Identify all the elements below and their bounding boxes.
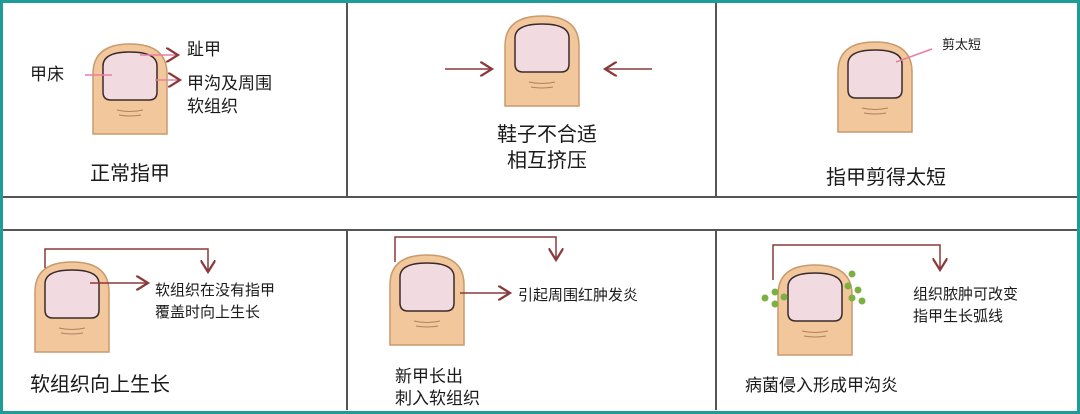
caption-ingrown-line2: 刺入软组织 xyxy=(395,389,480,409)
caption-ingrown-line1: 新甲长出 xyxy=(395,367,463,387)
column-divider xyxy=(346,230,348,410)
label-toenail: 趾甲 xyxy=(187,40,221,60)
caption-shoes-line2: 相互挤压 xyxy=(507,148,587,172)
caption-paronychia: 病菌侵入形成甲沟炎 xyxy=(745,376,898,396)
column-divider xyxy=(715,3,717,197)
note-soft-tissue-line2: 覆盖时向上生长 xyxy=(155,303,261,321)
label-nail-fold: 甲沟及周围 xyxy=(187,74,272,94)
bacteria-icon xyxy=(761,270,866,308)
column-divider xyxy=(346,3,348,197)
finger-ingrown xyxy=(389,254,465,346)
note-abscess-line1: 组织脓肿可改变 xyxy=(913,285,1019,303)
caption-soft-tissue: 软组织向上生长 xyxy=(30,372,170,396)
note-abscess-line2: 指甲生长弧线 xyxy=(913,307,1004,325)
finger-squeezed xyxy=(504,15,580,107)
caption-cut-too-short: 指甲剪得太短 xyxy=(826,165,946,189)
caption-normal-nail: 正常指甲 xyxy=(90,161,170,185)
row-divider-bottom xyxy=(3,229,1077,231)
row-divider-top xyxy=(3,196,1077,198)
finger-infected xyxy=(777,264,853,356)
label-nail-bed: 甲床 xyxy=(30,65,64,85)
column-divider xyxy=(715,230,717,410)
label-soft-tissue: 软组织 xyxy=(187,97,238,117)
finger-short-cut xyxy=(837,41,913,133)
note-soft-tissue-line1: 软组织在没有指甲 xyxy=(155,281,276,299)
note-inflammation: 引起周围红肿发炎 xyxy=(518,286,639,304)
caption-shoes-line1: 鞋子不合适 xyxy=(497,122,597,146)
label-cut-too-short: 剪太短 xyxy=(942,38,982,53)
finger-soft-tissue xyxy=(34,261,110,353)
finger-normal xyxy=(92,43,168,135)
